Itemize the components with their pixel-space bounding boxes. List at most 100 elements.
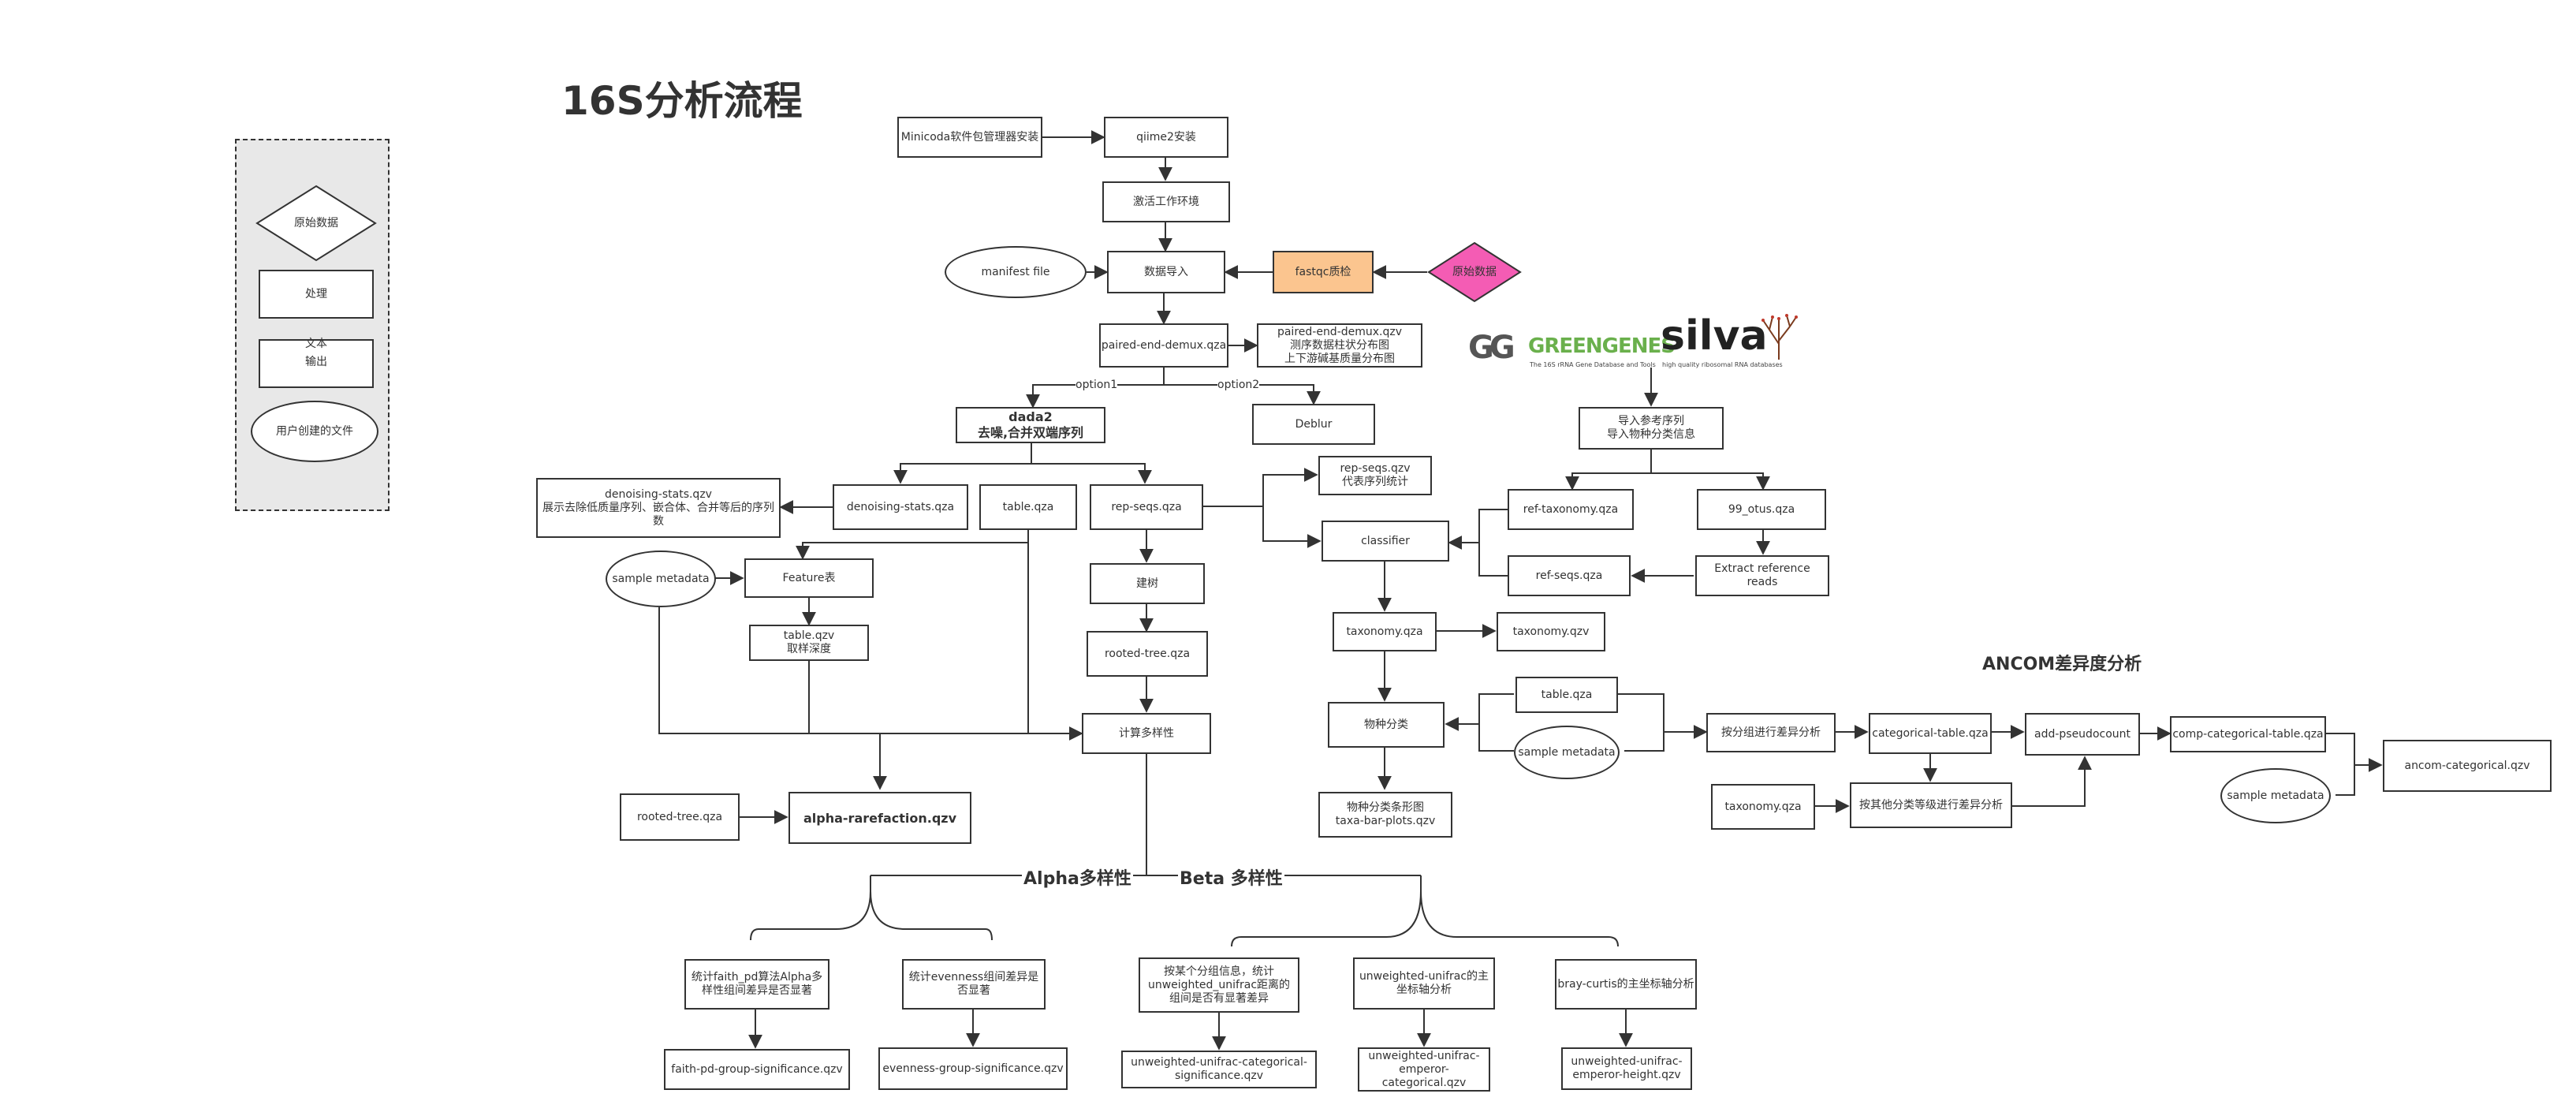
node-barplot: 物种分类条形图 taxa-bar-plots.qzv	[1318, 792, 1452, 838]
edge	[1618, 693, 1708, 739]
page-title: 16S分析流程	[561, 78, 803, 124]
node-faith-stat: 统计faith_pd算法Alpha多 样性组间差异是否显著	[684, 959, 829, 1010]
node-fastqc: fastqc质检	[1273, 251, 1374, 293]
edge	[750, 890, 871, 941]
node-ref-seqs: ref-seqs.qza	[1508, 555, 1631, 596]
diamond-shape	[1427, 241, 1522, 303]
node-otus: 99_otus.qza	[1697, 489, 1826, 530]
edge	[1565, 450, 1652, 491]
edge	[2012, 756, 2092, 807]
node-denoise-qza: denoising-stats.qza	[833, 484, 968, 530]
node-group-diff: 按分组进行差异分析	[1706, 713, 1836, 752]
diamond-shape	[255, 185, 377, 262]
node-sample-metadata-2: sample metadata	[1514, 726, 1620, 779]
node-faith-out: faith-pd-group-significance.qzv	[664, 1049, 850, 1090]
edge	[870, 890, 993, 941]
greengenes-mark: GG	[1468, 330, 1515, 366]
edge	[2336, 765, 2355, 796]
node-diversity: 计算多样性	[1082, 713, 1211, 754]
node-build-tree: 建树	[1090, 563, 1205, 604]
node-denoise-qzv: denoising-stats.qzv 展示去除低质量序列、嵌合体、合并等后的序…	[536, 478, 781, 538]
node-unweighted-categorical-out: unweighted-unifrac-categorical- signific…	[1121, 1051, 1317, 1088]
node-table-qzv: table.qzv 取样深度	[749, 625, 869, 661]
node-rooted-tree-2: rooted-tree.qza	[620, 793, 740, 841]
edge	[1231, 890, 1422, 947]
greengenes-sub: The 16S rRNA Gene Database and Tools	[1530, 361, 1656, 368]
edge	[1164, 384, 1321, 405]
node-demux-qza: paired-end-demux.qza	[1099, 323, 1228, 368]
edge	[1651, 472, 1770, 491]
edge	[1445, 693, 1514, 731]
alpha-diversity-title: Alpha多样性	[1022, 864, 1133, 890]
edge	[1478, 724, 1514, 752]
legend-text-output: 文本 输出	[259, 338, 374, 388]
option1-label: option1	[1076, 379, 1118, 391]
edge	[796, 530, 1029, 560]
silva-logo: silva high quality ribosomal RNA databas…	[1661, 312, 1802, 371]
edge	[658, 607, 809, 734]
edge	[1203, 506, 1322, 548]
silva-sub: high quality ribosomal RNA databases	[1662, 361, 1783, 368]
edge	[1420, 890, 1619, 947]
greengenes-logo: GG GREENGENES The 16S rRNA Gene Database…	[1468, 327, 1676, 374]
edge	[1031, 463, 1152, 484]
node-raw-data: 原始数据	[1427, 241, 1522, 303]
node-ancom-categorical: ancom-categorical.qzv	[2383, 740, 2552, 792]
node-evenness-stat: 统计evenness组间差异是 否显著	[902, 959, 1046, 1010]
node-ref-taxonomy: ref-taxonomy.qza	[1508, 489, 1634, 530]
edge	[1448, 509, 1508, 550]
node-extract-reads: Extract reference reads	[1695, 555, 1829, 596]
node-sample-metadata-1: sample metadata	[606, 551, 716, 607]
node-import: 数据导入	[1107, 251, 1225, 293]
node-table-qza-2: table.qza	[1515, 677, 1618, 713]
legend-user-file: 用户创建的文件	[251, 401, 378, 462]
node-taxonomy-qza-2: taxonomy.qza	[1711, 784, 1815, 830]
node-miniconda: Minicoda软件包管理器安装	[897, 117, 1042, 158]
tree-icon	[1761, 314, 1798, 360]
node-unweighted-emperor-out: unweighted-unifrac- emperor- categorical…	[1358, 1047, 1490, 1092]
node-pseudocount: add-pseudocount	[2025, 713, 2140, 756]
legend-process: 处理	[259, 270, 374, 319]
node-repseqs-qzv: rep-seqs.qzv 代表序列统计	[1318, 456, 1432, 495]
node-dada2: dada2 去噪,合并双端序列	[956, 407, 1105, 443]
node-other-level: 按其他分类等级进行差异分析	[1850, 782, 2012, 828]
node-evenness-out: evenness-group-significance.qzv	[878, 1047, 1068, 1090]
node-demux-qzv: paired-end-demux.qzv 测序数据柱状分布图 上下游碱基质量分布…	[1257, 323, 1422, 368]
node-rooted-tree: rooted-tree.qza	[1087, 631, 1208, 677]
beta-diversity-title: Beta 多样性	[1178, 864, 1284, 890]
node-unweighted-stat: 按某个分组信息，统计 unweighted_unifrac距离的 组间是否有显著…	[1139, 957, 1299, 1013]
node-import-ref: 导入参考序列 导入物种分类信息	[1579, 407, 1724, 450]
node-taxonomy-qzv: taxonomy.qzv	[1497, 612, 1605, 651]
node-species-class: 物种分类	[1328, 702, 1445, 748]
node-categorical: categorical-table.qza	[1869, 713, 1992, 754]
legend-panel: 原始数据 处理 文本 输出 用户创建的文件	[235, 139, 390, 511]
node-alpha-rarefaction: alpha-rarefaction.qzv	[788, 792, 971, 844]
node-taxonomy-qza: taxonomy.qza	[1333, 612, 1437, 651]
node-unweighted-height-out: unweighted-unifrac- emperor-height.qzv	[1561, 1047, 1692, 1090]
node-feature-table: Feature表	[744, 558, 874, 598]
node-deblur: Deblur	[1252, 404, 1375, 445]
silva-word: silva	[1661, 312, 1768, 360]
edge	[808, 661, 1082, 734]
edge	[2326, 733, 2383, 772]
ancom-title: ANCOM差异度分析	[1982, 650, 2142, 675]
greengenes-word: GREENGENES	[1528, 334, 1676, 358]
edge	[1203, 468, 1318, 507]
node-comp-categorical: comp-categorical-table.qza	[2170, 716, 2326, 752]
edge	[893, 443, 1032, 484]
edge	[1478, 543, 1508, 577]
node-manifest: manifest file	[945, 246, 1087, 298]
node-classifier: classifier	[1322, 521, 1449, 562]
edge	[1624, 732, 1665, 752]
node-qiime2: qiime2安装	[1104, 117, 1228, 158]
node-repseqs-qza: rep-seqs.qza	[1090, 484, 1203, 530]
option2-label: option2	[1217, 379, 1260, 391]
node-table-qza: table.qza	[979, 484, 1077, 530]
edge	[1027, 543, 1083, 741]
node-sample-metadata-3: sample metadata	[2220, 768, 2331, 823]
legend-raw-data: 原始数据	[255, 185, 377, 262]
node-bray-pcoa: bray-curtis的主坐标轴分析	[1555, 959, 1697, 1010]
node-activate: 激活工作环境	[1102, 181, 1230, 222]
